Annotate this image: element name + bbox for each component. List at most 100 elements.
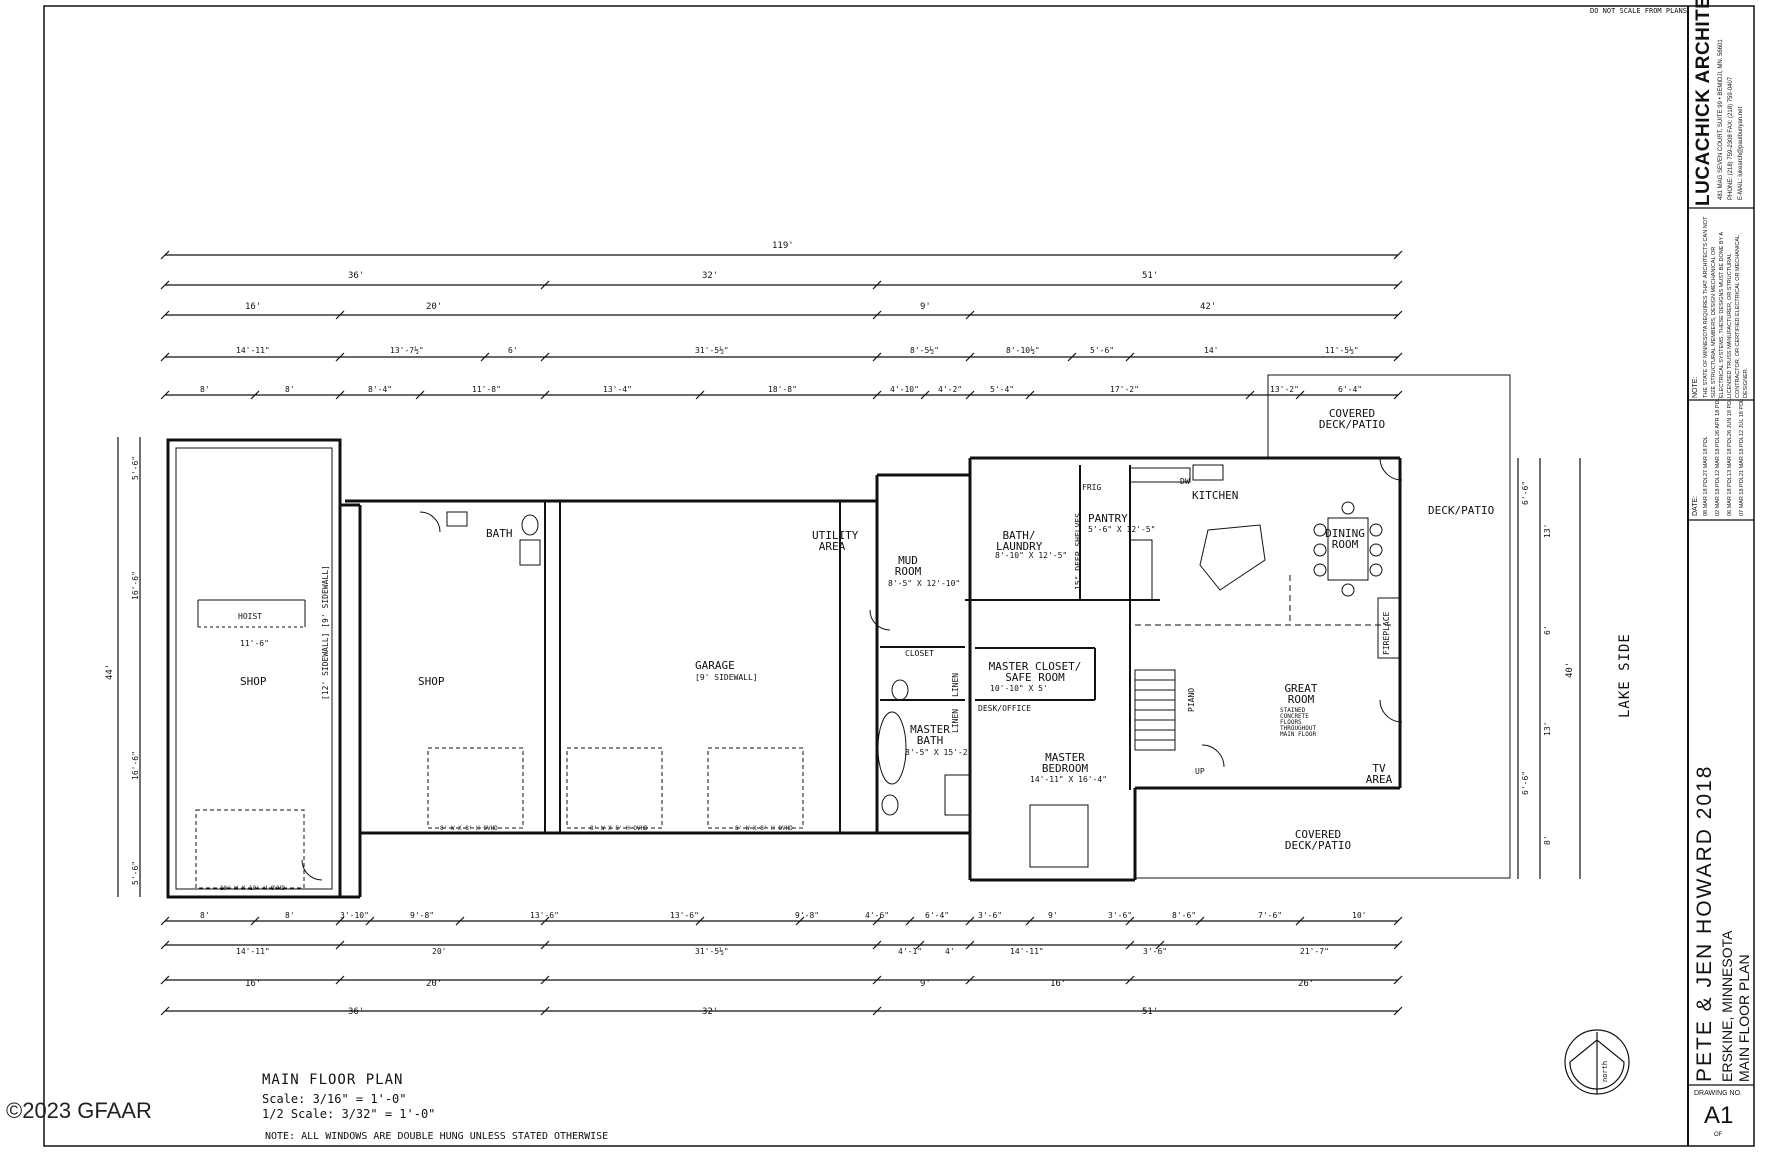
room-mud: MUD ROOM [894, 554, 922, 578]
drawing-no: A1 [1704, 1102, 1734, 1129]
piano-label: PIANO [1187, 687, 1196, 712]
dim-label: 3'-6" [1143, 947, 1168, 956]
dim-tick [965, 916, 975, 926]
dim-left-overall: 44' [105, 663, 115, 680]
dim-tick [1025, 916, 1035, 926]
dim-top-42: 42' [1200, 302, 1217, 312]
dim-label: 13' [1543, 721, 1552, 736]
dim-label: 8' [285, 911, 295, 920]
dim-label: 8' [285, 385, 295, 394]
dim-label: 10' [1352, 911, 1367, 920]
dim-tick [695, 916, 705, 926]
dim-tick [160, 310, 170, 320]
room-dining: DINING ROOM [1325, 527, 1365, 551]
dim-label: 14' [1204, 346, 1219, 355]
dim-tick [1393, 352, 1403, 362]
covered-deck-top: COVERED DECK/PATIO [1318, 407, 1386, 431]
dim-tick [965, 940, 975, 950]
dim-tick [250, 390, 260, 400]
dishwasher-label: DW [1180, 477, 1190, 486]
dim-tick [335, 975, 345, 985]
dim-label: 21'-7" [1300, 947, 1329, 956]
project-location: ERSKINE, MINNESOTA [1719, 930, 1735, 1082]
dim-tick [540, 975, 550, 985]
dim-tick [1393, 280, 1403, 290]
dim-label: 6' [508, 346, 518, 355]
dim-label: 14'-11" [236, 346, 270, 355]
room-bath-laundry: BATH/ LAUNDRY [996, 529, 1043, 553]
room-shop-right: SHOP [418, 675, 445, 688]
dim-label: 4'-2" [938, 385, 963, 394]
project-title: PETE & JEN HOWARD 2018 [1693, 764, 1716, 1082]
dim-label: 8' [200, 911, 210, 920]
dim-label: 32' [702, 1007, 719, 1017]
north-arrow-icon [1564, 1029, 1630, 1095]
dim-label: 16' [1050, 979, 1067, 989]
room-master-bedroom: MASTER BEDROOM [1041, 751, 1089, 775]
dim-label: 9' [920, 979, 931, 989]
dim-tick [872, 390, 882, 400]
of-label: OF [1714, 1132, 1723, 1138]
dim-tick [335, 390, 345, 400]
deck-patio: DECK/PATIO [1428, 504, 1495, 517]
dim-tick [872, 280, 882, 290]
note-label: NOTE: [1692, 376, 1699, 398]
dim-tick [335, 916, 345, 926]
dim-tick [250, 916, 260, 926]
ovhd-door-1: 8' W X 8' H OVHD [440, 825, 498, 832]
dim-label: 5'-6" [131, 455, 140, 480]
dim-tick [160, 352, 170, 362]
dim-tick [455, 916, 465, 926]
room-great: GREAT ROOM [1284, 682, 1318, 706]
firm-address: 481 MAG SEVEN COURT, SUITE 99 • BEMIDJI,… [1718, 39, 1724, 200]
dim-tick [1295, 390, 1305, 400]
sheet-name: MAIN FLOOR PLAN [1736, 954, 1752, 1082]
dim-tick [965, 310, 975, 320]
dim-label: 9'-8" [795, 911, 820, 920]
ovhd-door-3: 8' W X 8' H OVHD [735, 825, 793, 832]
dim-label: 13'-7½" [390, 346, 424, 355]
dim-label: 13'-4" [603, 385, 632, 394]
pantry-dim: 5'-6" X 12'-5" [1088, 525, 1156, 534]
covered-deck-bottom: COVERED DECK/PATIO [1284, 828, 1352, 852]
dim-top-32: 32' [702, 271, 719, 281]
dim-label: 14'-11" [1010, 947, 1044, 956]
dim-label: 26' [1298, 979, 1315, 989]
dim-label: 3'-6" [1108, 911, 1133, 920]
dim-tick [540, 352, 550, 362]
dim-label: 3'-10" [340, 911, 369, 920]
dim-label: 5'-4" [990, 385, 1015, 394]
date-entry: 21 MAR 18 PDL [1739, 436, 1745, 476]
closet-label: CLOSET [905, 649, 934, 658]
dim-tick [695, 390, 705, 400]
dim-label: 8'-6" [1172, 911, 1197, 920]
dim-top-51: 51' [1142, 271, 1159, 281]
dim-top-9: 9' [920, 302, 931, 312]
dim-tick [160, 1006, 170, 1016]
firm-email: E-MAIL: lukearch@paulbunyan.net [1738, 106, 1744, 200]
fridge-label: FRIG [1082, 483, 1102, 492]
dim-label: 51' [1142, 1007, 1159, 1017]
date-label: DATE: [1692, 495, 1699, 516]
dim-tick [1393, 975, 1403, 985]
do-not-scale-note: DO NOT SCALE FROM PLANS [1590, 7, 1687, 15]
dim-tick [872, 975, 882, 985]
dim-tick [965, 390, 975, 400]
dim-tick [1125, 916, 1135, 926]
dim-tick [965, 352, 975, 362]
legend-title: MAIN FLOOR PLAN [262, 1072, 404, 1088]
legend-scale-2: 1/2 Scale: 3/32" = 1'-0" [262, 1107, 436, 1121]
date-entry: 26 APR 18 PDL [1715, 397, 1721, 436]
dim-label: 36' [348, 1007, 365, 1017]
dim-tick [160, 250, 170, 260]
dim-label: 8'-4" [368, 385, 393, 394]
date-entry: 27 MAR 18 PDL [1703, 436, 1709, 476]
shop-left-walls [166, 438, 342, 899]
dim-tick [1125, 975, 1135, 985]
date-entry: 08 MAR 18 PDL [1703, 476, 1709, 516]
dim-label: 8'-5½" [910, 346, 939, 355]
room-shop-left: SHOP [240, 675, 267, 688]
dim-label: 13'-6" [670, 911, 699, 920]
